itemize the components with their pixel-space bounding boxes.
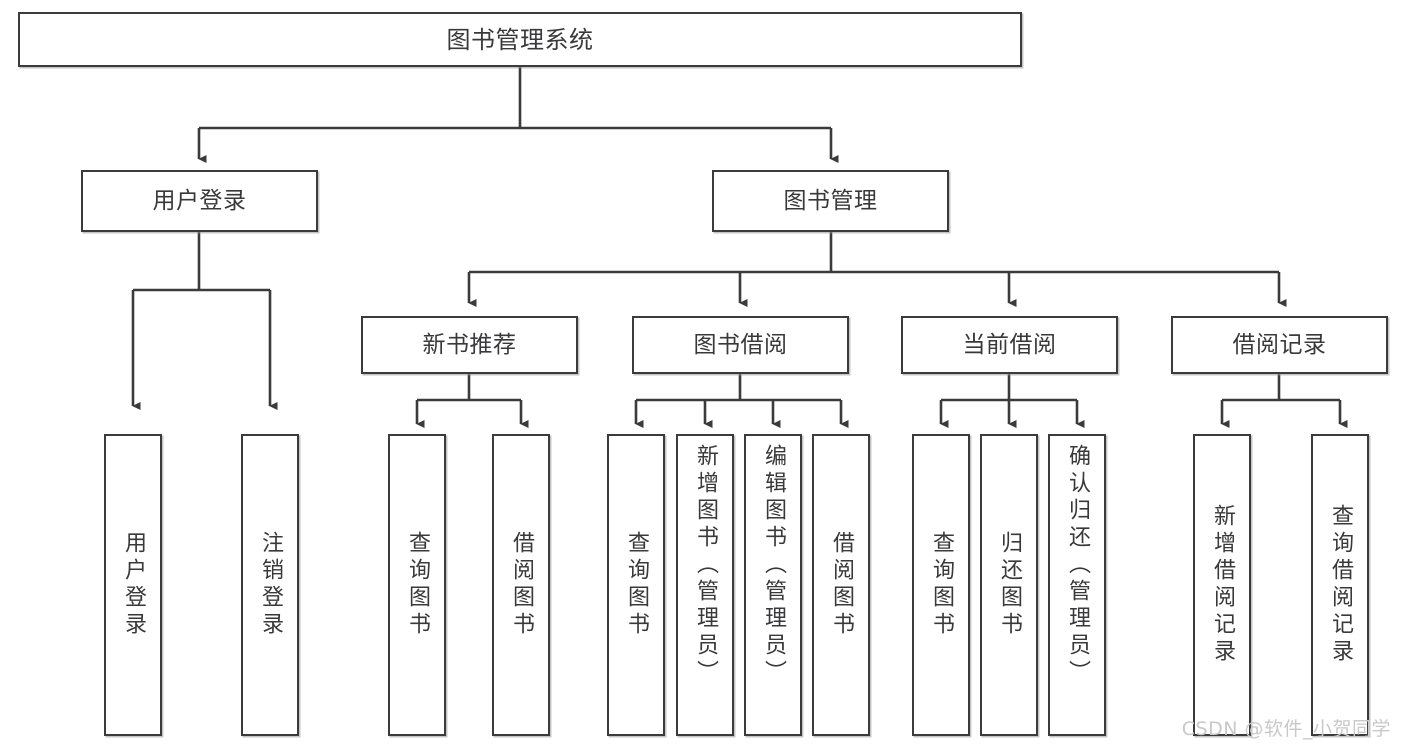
node-book-borrowing[interactable]: 图书借阅 bbox=[632, 316, 849, 374]
leaf-query-book-current[interactable]: 查询图书 bbox=[912, 434, 970, 736]
leaf-query-borrowing-record[interactable]: 查询借阅记录 bbox=[1311, 434, 1369, 736]
leaf-add-borrowing-record[interactable]: 新增借阅记录 bbox=[1193, 434, 1251, 736]
node-label: 新增借阅记录 bbox=[1210, 504, 1235, 666]
leaf-borrow-book-borrowing[interactable]: 借阅图书 bbox=[812, 434, 870, 736]
node-label: 查询图书 bbox=[929, 531, 954, 639]
node-borrowing-records[interactable]: 借阅记录 bbox=[1171, 316, 1388, 374]
node-label: 图书管理系统 bbox=[446, 25, 594, 54]
node-label: 借阅记录 bbox=[1232, 331, 1327, 358]
node-label: 新增图书（管理员） bbox=[693, 444, 718, 687]
node-label: 查询图书 bbox=[624, 531, 649, 639]
leaf-query-book-new-recommendation[interactable]: 查询图书 bbox=[388, 434, 446, 736]
node-label: 确认归还（管理员） bbox=[1065, 444, 1090, 687]
leaf-query-book-borrowing[interactable]: 查询图书 bbox=[607, 434, 665, 736]
node-label: 借阅图书 bbox=[829, 531, 854, 639]
node-new-book-recommendation[interactable]: 新书推荐 bbox=[361, 316, 578, 374]
node-label: 归还图书 bbox=[997, 531, 1022, 639]
node-label: 查询借阅记录 bbox=[1328, 504, 1353, 666]
node-label: 注销登录 bbox=[258, 531, 283, 639]
leaf-return-book[interactable]: 归还图书 bbox=[980, 434, 1038, 736]
node-label: 新书推荐 bbox=[422, 331, 517, 358]
node-label: 查询图书 bbox=[405, 531, 430, 639]
node-label: 用户登录 bbox=[121, 531, 146, 639]
node-label: 编辑图书（管理员） bbox=[761, 444, 786, 687]
node-label: 图书管理 bbox=[783, 187, 878, 214]
node-current-borrowing[interactable]: 当前借阅 bbox=[901, 316, 1118, 374]
leaf-user-login[interactable]: 用户登录 bbox=[104, 434, 162, 736]
leaf-edit-book-admin[interactable]: 编辑图书（管理员） bbox=[744, 434, 802, 736]
node-label: 图书借阅 bbox=[693, 331, 788, 358]
leaf-confirm-return-admin[interactable]: 确认归还（管理员） bbox=[1048, 434, 1106, 736]
node-label: 用户登录 bbox=[152, 187, 247, 214]
node-label: 借阅图书 bbox=[509, 531, 534, 639]
node-label: 当前借阅 bbox=[962, 331, 1057, 358]
node-root-book-management-system[interactable]: 图书管理系统 bbox=[18, 12, 1022, 67]
leaf-logout[interactable]: 注销登录 bbox=[241, 434, 299, 736]
leaf-add-book-admin[interactable]: 新增图书（管理员） bbox=[676, 434, 734, 736]
node-book-management[interactable]: 图书管理 bbox=[712, 170, 949, 232]
leaf-borrow-book-new-recommendation[interactable]: 借阅图书 bbox=[492, 434, 550, 736]
node-user-login[interactable]: 用户登录 bbox=[81, 170, 318, 232]
